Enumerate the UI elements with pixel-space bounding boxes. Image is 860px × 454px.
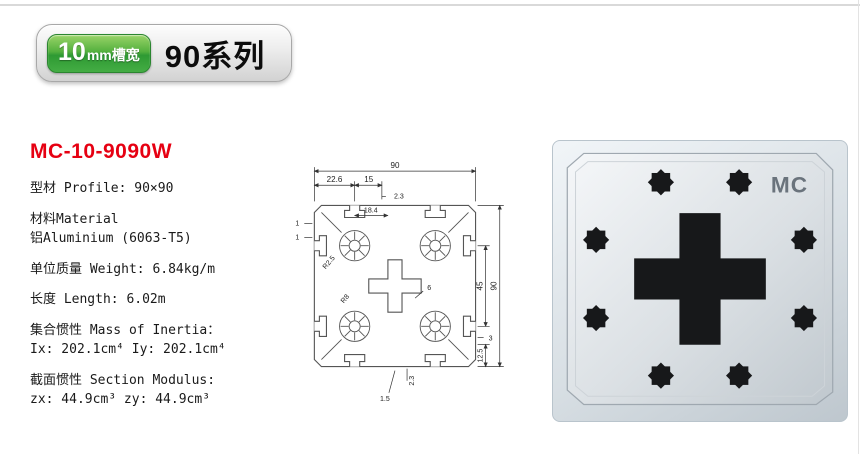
dim-45: 45 — [476, 281, 485, 290]
center-cross-cavity — [634, 213, 766, 345]
spec-material-group: 材料Material 铝Aluminium (6063-T5) — [30, 211, 275, 249]
spec-inertia-values: Ix: 202.1cm⁴ Iy: 202.1cm⁴ — [30, 342, 226, 358]
series-header-badge: 10 mm槽宽 90系列 — [36, 24, 292, 82]
dim-6: 6 — [427, 285, 431, 292]
spec-modulus-label: 截面惯性 Section Modulus: — [30, 372, 216, 388]
dim-15: 15 — [364, 175, 373, 184]
spec-modulus-group: 截面惯性 Section Modulus: zx: 44.9cm³ zy: 44… — [30, 372, 275, 410]
slot-width-number: 10 — [58, 37, 86, 66]
dim-1-a: 1 — [295, 221, 299, 228]
top-border-line — [0, 4, 860, 6]
dim-overall-width: 90 — [390, 161, 399, 170]
spec-weight: 单位质量 Weight: 6.84kg/m — [30, 261, 216, 277]
slot-width-badge: 10 mm槽宽 — [47, 33, 151, 73]
spec-material-label: 材料Material — [30, 211, 119, 227]
spec-panel: MC-10-9090W 型材 Profile: 90×90 材料Material… — [30, 140, 275, 422]
slot-width-unit: mm槽宽 — [86, 46, 140, 63]
dim-3: 3 — [489, 335, 493, 342]
radius-r8: R8 — [340, 293, 351, 304]
dim-overall-height: 90 — [490, 281, 499, 290]
spec-weight-group: 单位质量 Weight: 6.84kg/m — [30, 261, 275, 280]
spec-profile-group: 型材 Profile: 90×90 — [30, 180, 275, 199]
dim-1-b: 1 — [295, 235, 299, 242]
dim-12-5: 12.5 — [478, 349, 485, 363]
spec-modulus-values: zx: 44.9cm³ zy: 44.9cm³ — [30, 391, 211, 407]
model-number: MC-10-9090W — [30, 140, 173, 163]
dim-18-4: 18.4 — [364, 207, 378, 214]
profile-face-ridge — [575, 161, 825, 397]
spec-material-value: 铝Aluminium (6063-T5) — [30, 230, 192, 246]
right-border-line — [858, 0, 859, 454]
dim-2-3-bottom: 2.3 — [409, 376, 416, 386]
dim-2-3-top: 2.3 — [394, 193, 404, 200]
product-photo-svg: MC — [566, 152, 834, 406]
spec-inertia-label: 集合惯性 Mass of Inertia： — [30, 323, 221, 339]
product-photo-panel: MC — [552, 140, 848, 422]
series-title: 90系列 — [164, 38, 266, 74]
spec-inertia-group: 集合惯性 Mass of Inertia： Ix: 202.1cm⁴ Iy: 2… — [30, 322, 275, 360]
dim-22-6: 22.6 — [327, 175, 343, 184]
section-drawing: 90 22.6 15 2.3 18.4 1 1 R2.5 R8 — [266, 146, 534, 422]
brand-logo: MC — [771, 173, 808, 198]
center-cross-slot — [368, 259, 422, 313]
spec-profile: 型材 Profile: 90×90 — [30, 181, 174, 196]
dim-1-5: 1.5 — [380, 396, 390, 403]
section-drawing-svg: 90 22.6 15 2.3 18.4 1 1 R2.5 R8 — [295, 161, 504, 403]
spec-length: 长度 Length: 6.02m — [30, 292, 166, 308]
spec-length-group: 长度 Length: 6.02m — [30, 291, 275, 310]
